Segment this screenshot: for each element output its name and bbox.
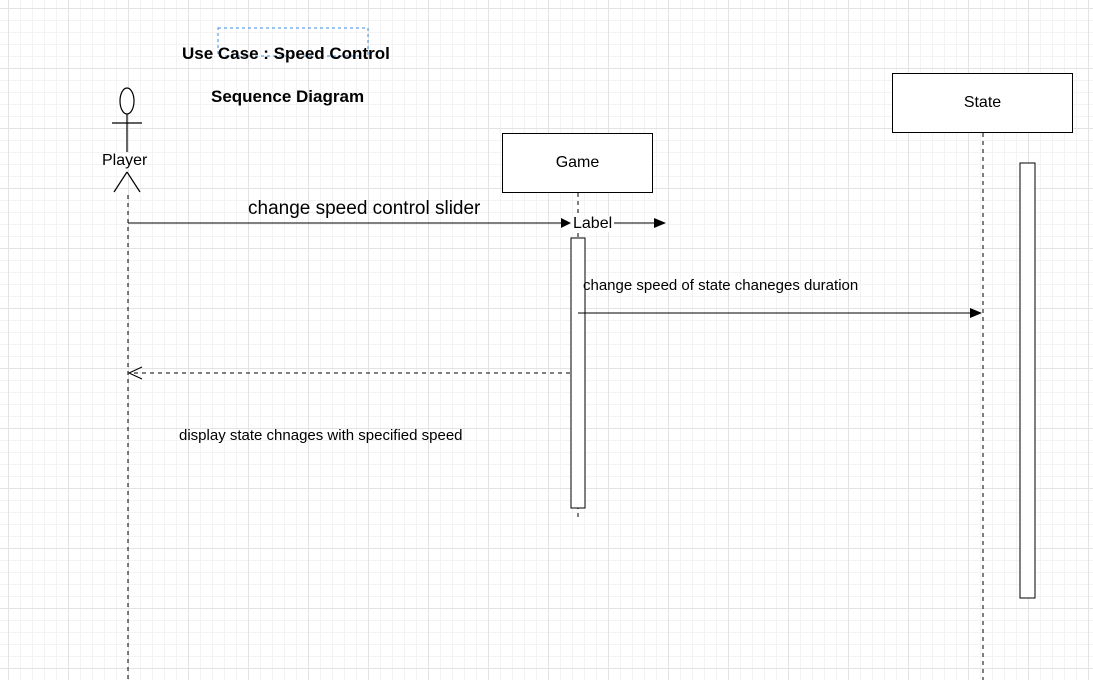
change-slider-message-label[interactable]: change speed control slider [248,198,481,219]
diagram-title[interactable]: Use Case : Speed Control [182,44,390,63]
change-slider-arrowhead-icon [561,218,571,228]
game-participant-box[interactable]: Game [502,133,653,193]
state-participant-label: State [963,94,1002,111]
player-actor-label[interactable]: Player [102,152,148,169]
game-participant-label: Game [555,154,600,171]
player-actor-icon[interactable] [112,87,142,193]
change-speed-message-label[interactable]: change speed of state chaneges duration [583,277,859,294]
game-activation-bar[interactable] [570,237,586,509]
label-text[interactable]: Label [572,215,614,232]
display-message-label[interactable]: display state chnages with specified spe… [179,427,463,444]
state-participant-box[interactable]: State [892,73,1073,133]
title-selection-box[interactable] [217,27,369,57]
diagram-subtitle[interactable]: Sequence Diagram [211,87,365,106]
state-activation-bar[interactable] [1019,162,1036,599]
label-connector-arrowhead-icon [654,218,666,228]
change-speed-arrowhead-icon [970,308,982,318]
return-arrowhead-icon [127,366,143,380]
